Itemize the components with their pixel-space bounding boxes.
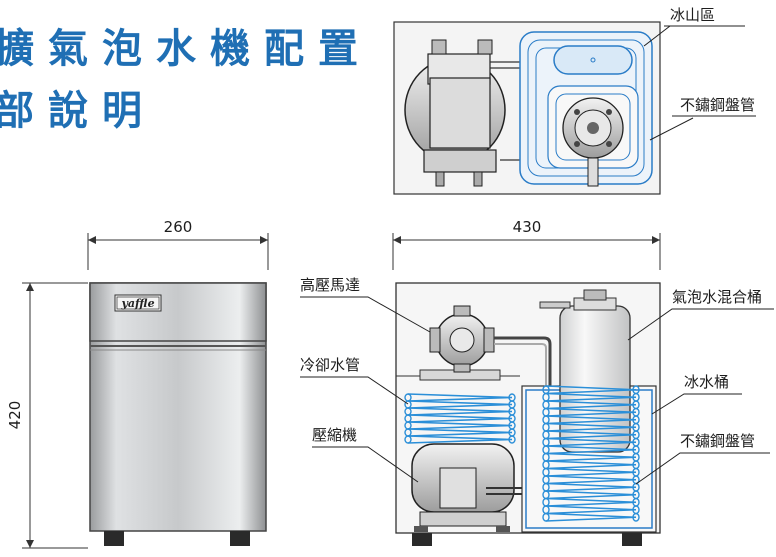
side-view xyxy=(392,233,661,546)
cooling-coil-loop-end xyxy=(404,435,412,444)
steel-coil-loop xyxy=(545,460,637,470)
steel-coil-loop xyxy=(545,407,637,417)
steel-coil-loop xyxy=(545,400,637,410)
label-ice-zone: 冰山區 xyxy=(670,6,715,24)
steel-coil-loop xyxy=(545,385,637,395)
top-motor xyxy=(404,39,506,187)
steel-coil-loop-end xyxy=(632,512,640,522)
steel-coil-loop xyxy=(545,467,637,477)
steel-coil-loop-end xyxy=(542,512,550,522)
front-foot-left xyxy=(104,531,124,546)
cooling-coil-loop-end xyxy=(508,435,516,444)
front-top-panel xyxy=(89,282,267,342)
steel-coil-loop xyxy=(545,497,637,507)
front-width-value: 260 xyxy=(164,218,193,236)
label-compressor: 壓縮機 xyxy=(312,426,357,444)
side-compressor xyxy=(411,443,522,532)
front-foot-right xyxy=(230,531,250,546)
side-motor xyxy=(419,305,501,381)
label-mixing-tank: 氣泡水混合桶 xyxy=(672,288,762,306)
side-foot-right xyxy=(622,533,642,546)
steel-coil-loop xyxy=(545,490,637,500)
top-view xyxy=(393,21,694,195)
steel-coil-loop xyxy=(545,505,637,515)
page-title-line2: 部說明 xyxy=(0,88,156,134)
leader-compressor xyxy=(312,446,419,483)
steel-coil-loop xyxy=(545,475,637,485)
front-view xyxy=(22,233,269,549)
label-top-steel-coil: 不鏽鋼盤管 xyxy=(680,96,755,114)
leader-motor xyxy=(300,296,431,333)
leader-mixing-tank xyxy=(627,308,774,341)
leader-side-steel-coil xyxy=(635,452,770,485)
cooling-coil-loop xyxy=(407,400,513,409)
brand-badge xyxy=(114,294,162,312)
steel-coil-loop xyxy=(545,437,637,447)
leader-cooling-pipe xyxy=(300,376,409,405)
ice-zone-shape xyxy=(553,45,633,75)
page-title-line1: 擴氣泡水機配置 xyxy=(0,26,372,72)
cooling-coil-loop xyxy=(407,428,513,437)
leader-ice-water-tank xyxy=(651,393,742,415)
steel-coil-loop xyxy=(545,430,637,440)
label-side-steel-coil: 不鏽鋼盤管 xyxy=(680,432,755,450)
steel-coil-loop xyxy=(545,512,637,522)
cooling-coil-loop xyxy=(407,421,513,430)
label-motor: 高壓馬達 xyxy=(300,276,360,294)
steel-coil-loop xyxy=(545,415,637,425)
cooling-coil-loop xyxy=(407,393,513,402)
label-ice-water-tank: 冰水桶 xyxy=(684,373,729,391)
steel-coil-loop xyxy=(545,452,637,462)
label-cooling-pipe: 冷卻水管 xyxy=(300,356,360,374)
steel-coil-loop xyxy=(545,422,637,432)
cooling-coil-loop xyxy=(407,407,513,416)
side-foot-left xyxy=(412,533,432,546)
brand-logo-text: yaffle xyxy=(120,297,154,310)
steel-coil-loop xyxy=(545,392,637,402)
steel-coil-loop xyxy=(545,445,637,455)
cooling-coil-loop xyxy=(407,435,513,444)
front-height-value: 420 xyxy=(6,401,24,430)
cooling-coil-loop xyxy=(407,414,513,423)
steel-coil-loop xyxy=(545,482,637,492)
side-width-value: 430 xyxy=(513,218,542,236)
mixing-tank xyxy=(539,289,631,453)
